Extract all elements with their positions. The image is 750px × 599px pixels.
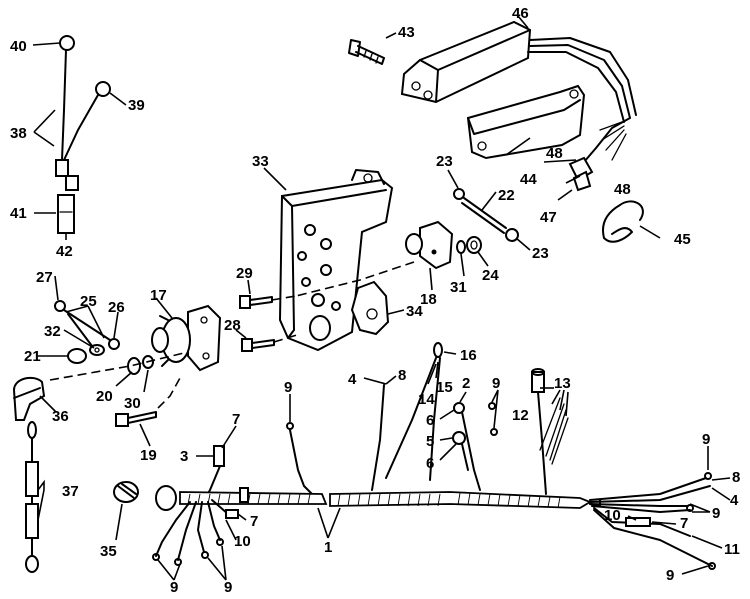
label-37: 37 [62,483,79,500]
main-harness-1 [152,472,716,570]
bracket-34 [350,280,390,336]
label-9-mid: 9 [492,375,500,392]
screw-29 [239,295,273,309]
label-30: 30 [124,395,141,412]
label-28: 28 [224,317,241,334]
lead-9-top [286,422,313,495]
label-20: 20 [96,388,113,405]
leader-lines [32,15,731,581]
boot-36 [12,376,46,421]
label-9-bottom-left: 9 [170,579,178,596]
label-1: 1 [324,539,332,556]
label-35: 35 [100,543,117,560]
clip-35 [113,481,139,503]
solenoid-17 [151,304,222,372]
rectifier-18 [405,220,454,270]
label-2: 2 [462,375,470,392]
label-26: 26 [108,299,125,316]
alignment-lines [49,261,415,409]
label-15: 15 [436,379,453,396]
washers-20-30 [127,355,154,375]
label-47: 47 [540,209,557,226]
label-9-right-bottom: 9 [666,567,674,584]
label-42: 42 [56,243,73,260]
ground-strap-22 [453,188,519,242]
label-41: 41 [10,205,27,222]
label-39: 39 [128,97,145,114]
label-8-upper: 8 [398,367,406,384]
label-31: 31 [450,279,467,296]
label-16: 16 [460,347,477,364]
bracket-44 [466,84,586,160]
label-5: 5 [426,433,434,450]
label-38: 38 [10,125,27,142]
label-9-right-mid: 9 [712,505,720,522]
label-4-right: 4 [730,492,739,509]
label-4-upper: 4 [348,371,357,388]
lead-37 [25,421,39,573]
label-36: 36 [52,408,69,425]
label-45: 45 [674,231,691,248]
label-7-right: 7 [680,515,688,532]
label-19: 19 [140,447,157,464]
label-14: 14 [418,391,435,408]
label-9-top: 9 [284,379,292,396]
label-25: 25 [80,293,97,310]
label-6-lower: 6 [426,455,434,472]
label-48-lower: 48 [614,181,631,198]
label-33: 33 [252,153,269,170]
label-8-right: 8 [732,469,740,486]
bolt-43 [348,39,385,65]
label-23-lower: 23 [532,245,549,262]
label-7-upper: 7 [232,411,240,428]
label-18: 18 [420,291,437,308]
label-9-bottom-mid: 9 [224,579,232,596]
label-40: 40 [10,38,27,55]
terminals-2-5-6 [452,402,498,491]
label-11: 11 [724,541,740,558]
mounting-plate-33 [278,169,394,352]
label-44: 44 [520,171,537,188]
label-21: 21 [24,348,41,365]
label-3: 3 [180,448,188,465]
screw-28 [241,338,275,352]
label-10-right: 10 [604,507,621,524]
washers-31-24 [456,236,482,254]
clamp-45 [602,200,644,243]
label-9-right-top: 9 [702,431,710,448]
reference-labels: 40 39 38 41 42 43 46 48 48 44 47 45 23 2… [10,5,740,596]
label-32: 32 [44,323,61,340]
label-12: 12 [512,407,529,424]
label-17: 17 [150,287,167,304]
power-pack-46 [400,20,637,123]
label-7-lower: 7 [250,513,258,530]
battery-cable-assembly [55,35,111,234]
nut-21-washer-32 [67,344,105,364]
lead-14-16 [385,342,443,481]
label-27: 27 [36,269,53,286]
label-10-left: 10 [234,533,251,550]
label-24: 24 [482,267,499,284]
label-34: 34 [406,303,423,320]
label-22: 22 [498,187,515,204]
connector-12-13 [531,368,569,495]
label-43: 43 [398,24,415,41]
label-23-upper: 23 [436,153,453,170]
label-13: 13 [554,375,571,392]
label-46: 46 [512,5,529,22]
screw-19 [115,411,157,427]
lead-4-8 [371,384,385,491]
label-48-upper: 48 [546,145,563,162]
label-29: 29 [236,265,253,282]
label-6-upper: 6 [426,412,434,429]
